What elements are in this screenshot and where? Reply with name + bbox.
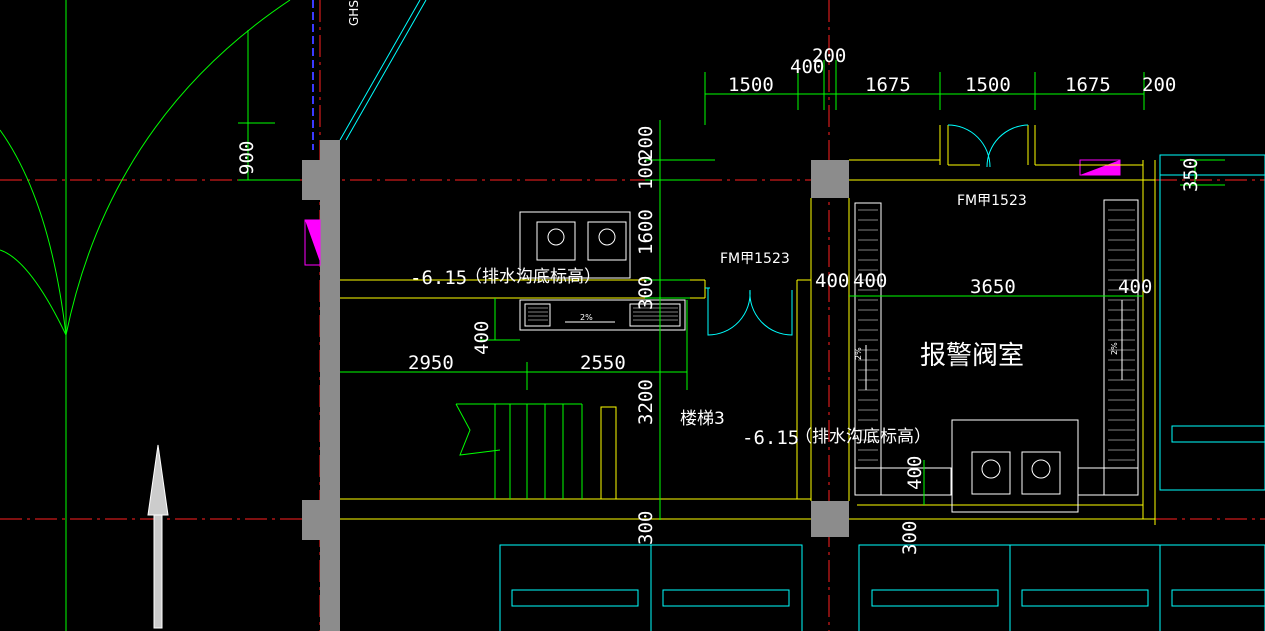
dim-300-bottom-right: 300 (899, 521, 921, 555)
door-label-left: FM甲1523 (720, 251, 790, 267)
dim-1500a: 1500 (728, 74, 774, 96)
structure (302, 140, 1121, 631)
yellow-walls (340, 125, 1156, 525)
elevation-right-note: （排水沟底标高） (795, 427, 931, 447)
dim-900: 900 (236, 141, 258, 175)
dim-400-room-2: 400 (853, 270, 887, 292)
dim-400-left: 400 (471, 321, 493, 355)
dimension-lines (340, 60, 1225, 520)
dim-200-top: 200 (812, 45, 846, 67)
cyan-lines (339, 0, 427, 141)
dim-1500b: 1500 (965, 74, 1011, 96)
vertical-label: GHS (347, 0, 361, 26)
dimension-texts: 1500 400 200 1675 1500 1675 200 900 200 … (236, 45, 1202, 555)
dim-400-room-1: 400 (815, 270, 849, 292)
dim-300-mid: 300 (635, 276, 657, 310)
dim-1600: 1600 (635, 209, 657, 255)
door-label-top: FM甲1523 (957, 193, 1027, 209)
dim-2550: 2550 (580, 352, 626, 374)
dim-400-bottom-room: 400 (904, 456, 926, 490)
dim-300-bottom-left: 300 (635, 511, 657, 545)
slope-1: 2% (580, 313, 593, 322)
elevation-left: -6.15 (410, 267, 467, 289)
bottom-rooms (499, 154, 1265, 631)
doors (705, 124, 1029, 336)
stair-name: 楼梯3 (680, 409, 725, 429)
room-name: 报警阀室 (920, 341, 1024, 371)
dim-1675a: 1675 (865, 74, 911, 96)
dim-100: 100 (635, 156, 657, 190)
dim-1675b: 1675 (1065, 74, 1111, 96)
dim-3650: 3650 (970, 276, 1016, 298)
green-arcs (0, 0, 300, 631)
drainage (147, 199, 1139, 629)
slope-2: 2% (854, 347, 863, 360)
dim-400-room-right: 400 (1118, 276, 1152, 298)
dim-350: 350 (1180, 158, 1202, 192)
dim-400-top: 400 (790, 56, 824, 78)
slope-3: 2% (1110, 342, 1119, 355)
dim-200-left: 200 (635, 126, 657, 160)
dim-200-right: 200 (1142, 74, 1176, 96)
elevation-left-note: （排水沟底标高） (465, 267, 601, 287)
elevation-right: -6.15 (742, 427, 799, 449)
dim-3200: 3200 (635, 379, 657, 425)
labels: FM甲1523 FM甲1523 -6.15 （排水沟底标高） -6.15 （排水… (410, 193, 1119, 449)
dim-2950: 2950 (408, 352, 454, 374)
stair (455, 403, 617, 500)
